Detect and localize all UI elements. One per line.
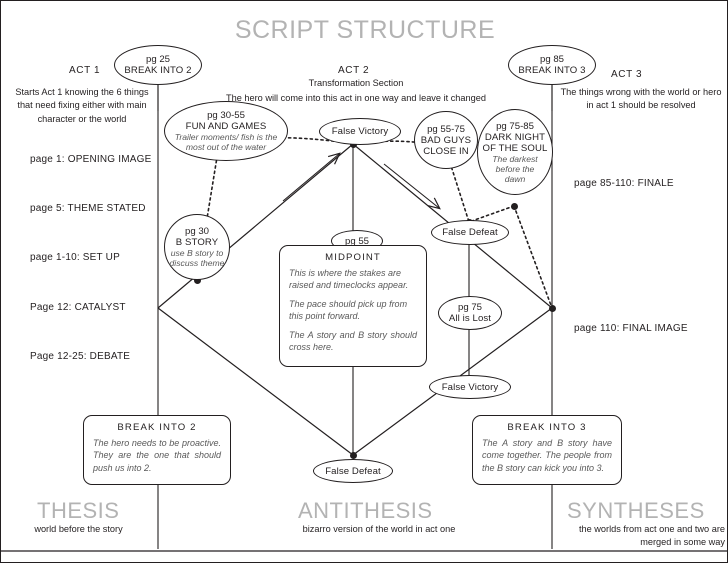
junction-dot-false-defeat-bottom [349, 451, 357, 459]
beat-finale: page 85-110: FINALE [574, 178, 674, 189]
node-bad-guys-close-in[interactable]: pg 55-75 BAD GUYS CLOSE IN [414, 111, 478, 169]
node-fun-and-games-label: FUN AND GAMES [185, 121, 267, 132]
beat-theme-stated: page 5: THEME STATED [30, 203, 146, 214]
node-midpoint-pg-label: pg 55 [344, 235, 369, 247]
node-fun-and-games[interactable]: pg 30-55 FUN AND GAMES Trailer moments/ … [164, 101, 288, 161]
node-false-defeat-right-label: False Defeat [442, 227, 498, 238]
footer-syntheses-subtitle: the worlds from act one and two are merg… [578, 524, 725, 547]
node-dark-night-note-line-3: dawn [504, 173, 526, 184]
act-1-description: Starts Act 1 knowing the 6 things that n… [15, 87, 149, 124]
node-bad-guys-pg: pg 55-75 [427, 123, 465, 135]
node-dark-night-pg: pg 75-85 [496, 120, 534, 132]
node-bad-guys-label-line-2: CLOSE IN [423, 145, 469, 157]
node-break-into-2-pg: pg 25 [145, 54, 170, 65]
node-false-victory-top[interactable]: False Victory [319, 118, 401, 145]
note-midpoint-heading: MIDPOINT [325, 252, 381, 263]
note-break-into-3[interactable]: BREAK INTO 3 The A story and B story hav… [472, 415, 622, 485]
node-bad-guys-label-line-1: BAD GUYS [420, 134, 472, 146]
act-3-heading: ACT 3 [611, 69, 643, 80]
footer-thesis-subtitle: world before the story [34, 524, 123, 534]
note-midpoint-paragraph-3: The A story and B story should cross her… [289, 329, 417, 353]
node-false-victory-bottom-label: False Victory [441, 381, 499, 393]
node-break-into-2[interactable]: pg 25 BREAK INTO 2 [114, 45, 202, 85]
beat-catalyst: Page 12: CATALYST [30, 302, 126, 313]
node-false-defeat-right[interactable]: False Defeat [431, 220, 509, 245]
node-break-into-3[interactable]: pg 85 BREAK INTO 3 [508, 45, 596, 85]
node-fun-and-games-note-line-1: Trailer moments/ fish is the [174, 132, 278, 142]
footer-thesis-heading: THESIS [37, 498, 120, 523]
footer-syntheses-heading: SYNTHESES [567, 498, 705, 523]
arrow-rising [282, 152, 341, 202]
arrow-falling [383, 163, 441, 210]
node-dark-night-note-line-2: before the [495, 163, 535, 174]
node-dark-night-label-line-1: DARK NIGHT [484, 131, 546, 143]
node-break-into-3-label: BREAK INTO 3 [518, 65, 586, 76]
act-1-heading: ACT 1 [69, 65, 101, 76]
node-all-is-lost-label: All is Lost [448, 313, 492, 324]
node-break-into-3-pg: pg 85 [539, 54, 564, 65]
beat-set-up: page 1-10: SET UP [30, 252, 120, 263]
act-2-heading: ACT 2 [338, 65, 370, 76]
junction-dot-right-vertex [548, 304, 556, 312]
node-b-story[interactable]: pg 30 B STORY use B story to discuss the… [164, 214, 230, 280]
dotted-darknight-to-right-vertex [513, 205, 553, 309]
junction-dot-dark-night [510, 202, 518, 210]
act-3-description: The things wrong with the world or hero … [560, 87, 722, 111]
note-midpoint-paragraph-2: The pace should pick up from this point … [289, 298, 408, 322]
node-fun-and-games-note-line-2: most out of the water [185, 142, 267, 152]
node-false-victory-bottom[interactable]: False Victory [429, 375, 511, 399]
node-dark-night-note-line-1: The darkest [492, 153, 538, 164]
node-b-story-note-line-1: use B story to [170, 248, 224, 258]
act-2-subtitle: Transformation Section [308, 78, 404, 88]
beat-opening-image: page 1: OPENING IMAGE [30, 154, 152, 165]
node-all-is-lost[interactable]: pg 75 All is Lost [438, 296, 502, 330]
node-all-is-lost-pg: pg 75 [457, 302, 482, 313]
note-midpoint-paragraph-1: This is where the stakes are raised and … [289, 268, 409, 291]
footer-antithesis-heading: ANTITHESIS [298, 498, 433, 523]
node-false-defeat-bottom-label: False Defeat [325, 465, 381, 477]
act-2-description: The hero will come into this act in one … [226, 93, 486, 103]
node-dark-night-label-line-2: OF THE SOUL [482, 142, 548, 154]
page-title: SCRIPT STRUCTURE [234, 16, 496, 44]
note-break-into-2-heading: BREAK INTO 2 [117, 422, 197, 433]
note-break-into-2[interactable]: BREAK INTO 2 The hero needs to be proact… [83, 415, 231, 485]
note-midpoint[interactable]: MIDPOINT This is where the stakes are ra… [279, 245, 427, 367]
note-break-into-3-heading: BREAK INTO 3 [507, 422, 587, 433]
beat-debate: Page 12-25: DEBATE [30, 351, 131, 362]
beat-final-image: page 110: FINAL IMAGE [574, 323, 688, 334]
junction-dot-b-story [193, 276, 201, 284]
node-break-into-2-label: BREAK INTO 2 [124, 65, 192, 76]
node-b-story-pg: pg 30 [184, 226, 209, 237]
node-fun-and-games-pg: pg 30-55 [207, 110, 245, 121]
note-break-into-3-paragraph: The A story and B story have come togeth… [482, 438, 612, 473]
node-false-victory-top-label: False Victory [331, 126, 389, 137]
node-false-defeat-bottom[interactable]: False Defeat [313, 459, 393, 483]
footer-antithesis-subtitle: bizarro version of the world in act one [302, 524, 456, 534]
node-dark-night-of-the-soul[interactable]: pg 75-85 DARK NIGHT OF THE SOUL The dark… [477, 109, 553, 195]
node-b-story-note-line-2: discuss theme [169, 258, 225, 268]
note-break-into-2-paragraph: The hero needs to be proactive. They are… [93, 438, 221, 473]
node-b-story-label: B STORY [175, 237, 219, 248]
